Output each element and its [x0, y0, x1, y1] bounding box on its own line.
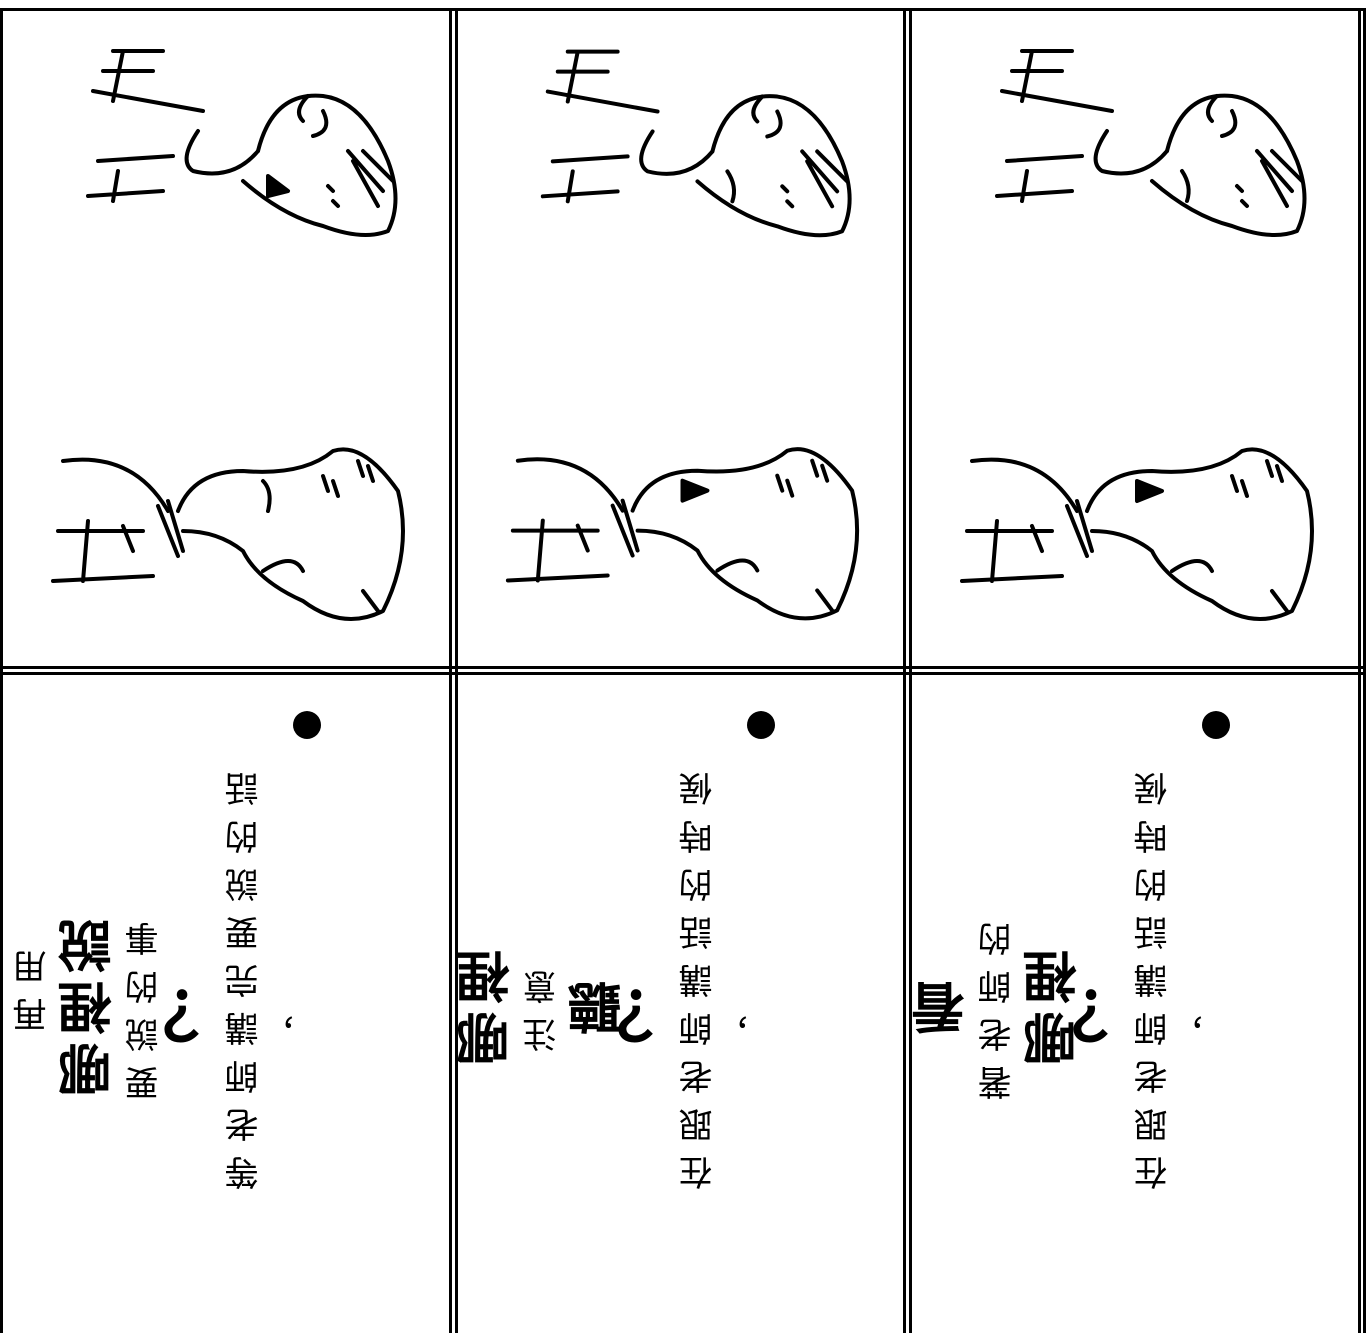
listening-boy-illustration — [540, 49, 852, 238]
col-divider-2b — [909, 8, 912, 1333]
speaking-boy-illustration — [86, 49, 398, 237]
question-text-left: 等老師講完要說的話 ， 再用 哪裡說 要說的事 ？ — [3, 675, 449, 1333]
speaking-boy-illustration — [960, 447, 1314, 621]
question-line-2: 再用 哪裡說 要說的事 ？ — [5, 675, 240, 1333]
line1-comma: ， — [735, 980, 775, 1028]
middle-divider-a — [0, 666, 1365, 669]
middle-divider-b — [0, 672, 1365, 675]
question-line-2: 要 看 著老師的 哪裡 ？ — [912, 675, 1149, 1333]
picture-panel-right — [912, 11, 1358, 666]
col-divider-1b — [455, 8, 458, 1333]
line2-bold: 看 — [912, 973, 974, 1035]
top-border — [0, 8, 1365, 11]
line2-bold: 哪裡 — [458, 942, 519, 1066]
line2-suffix: 著老師的 — [978, 908, 1018, 1100]
bullet-dot-icon — [1202, 675, 1230, 739]
col-divider-1a — [449, 8, 452, 1333]
boys-talking-illustration — [51, 49, 405, 621]
picture-panel-middle — [458, 11, 903, 666]
boys-talking-illustration — [505, 49, 860, 621]
question-mark: ？ — [616, 964, 694, 1044]
right-border — [1363, 8, 1366, 1333]
question-text-right: 在跟老師講話的時候 ， 要 看 著老師的 哪裡 ？ — [912, 675, 1358, 1333]
text-panel-right: 在跟老師講話的時候 ， 要 看 著老師的 哪裡 ？ — [912, 675, 1358, 1333]
picture-panel-left — [3, 11, 449, 666]
left-border — [0, 8, 3, 1333]
question-line-2: 要用 哪裡 注意 聽 ？ — [458, 675, 694, 1333]
line1-comma: ， — [1190, 980, 1230, 1028]
question-mark: ？ — [1071, 964, 1149, 1044]
question-mark: ？ — [162, 964, 240, 1044]
bullet-dot-icon — [747, 675, 775, 739]
line2-prefix: 再用 — [13, 936, 53, 1032]
line2-suffix: 注意 — [523, 956, 563, 1052]
col-divider-2a — [903, 8, 906, 1333]
line2-bold: 哪裡說 — [57, 911, 121, 1097]
text-panel-middle: 在跟老師講話的時候 ， 要用 哪裡 注意 聽 ？ — [458, 675, 903, 1333]
col-divider-3a — [1358, 8, 1361, 1333]
text-panel-left: 等老師講完要說的話 ， 再用 哪裡說 要說的事 ？ — [3, 675, 449, 1333]
speaking-boy-illustration — [505, 447, 860, 621]
question-text-middle: 在跟老師講話的時候 ， 要用 哪裡 注意 聽 ？ — [458, 675, 903, 1333]
boys-talking-illustration — [960, 49, 1314, 621]
listening-boy-illustration — [51, 447, 405, 621]
listening-boy-illustration — [995, 49, 1307, 237]
line1-comma: ， — [281, 980, 321, 1028]
bullet-dot-icon — [293, 675, 321, 739]
